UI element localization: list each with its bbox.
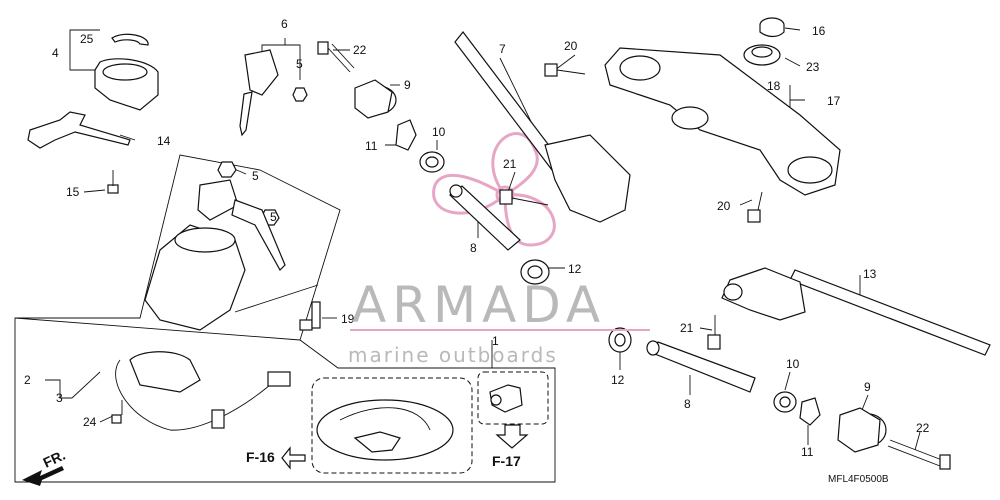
callout-16: 16: [812, 24, 826, 38]
front-direction-arrow: [22, 466, 64, 486]
f17-arrow: [495, 424, 529, 449]
callout-25: 25: [80, 32, 94, 46]
bolt-20b-part: [747, 191, 763, 223]
callout-18: 18: [767, 79, 781, 93]
nut-5a-part: [292, 87, 308, 102]
f16-arrow: [281, 446, 306, 470]
key-cover-part: [94, 58, 159, 111]
clip-part: [111, 33, 149, 46]
sensor-harness-part: [115, 351, 291, 431]
weight-pipe-8a-part: [449, 184, 521, 251]
bar-end-weight-9b-part: [837, 407, 887, 453]
bracket-part: [27, 111, 131, 149]
bolt-21a-part: [499, 189, 549, 206]
callout-14: 14: [157, 134, 171, 148]
f16-ref-box: [311, 377, 473, 474]
callout-24: 24: [83, 415, 97, 429]
callout-10a: 10: [432, 125, 446, 139]
collar-11b-part: [799, 397, 821, 426]
watermark-subtitle: marine outboards: [348, 343, 558, 367]
callout-labels: 1 2 3 4 5 5 5 6 7 8 8 9 9 10 10 11 11 12…: [24, 17, 930, 459]
callout-6: 6: [281, 17, 288, 31]
callout-23: 23: [806, 60, 820, 74]
ref-f16-label: F-16: [246, 449, 275, 465]
callout-12b: 12: [611, 373, 625, 387]
ignition-switch-part: [144, 179, 286, 331]
callout-9b: 9: [864, 380, 871, 394]
callout-7: 7: [499, 42, 506, 56]
handlebar-left-part: [454, 31, 631, 223]
assembly-outlines: [14, 154, 556, 483]
front-direction-label: FR.: [41, 447, 68, 471]
bolt-20a-part: [544, 63, 586, 77]
cap-16-part: [759, 17, 785, 38]
weight-pipe-8b-part: [646, 340, 756, 393]
ref-f17-label: F-17: [492, 453, 521, 469]
callout-8a: 8: [470, 241, 477, 255]
callout-10b: 10: [786, 357, 800, 371]
bolt-22b-part: [887, 439, 951, 470]
watermark-title: ARMADA: [352, 276, 606, 334]
nut-23-part: [743, 44, 781, 66]
callout-3: 3: [56, 391, 63, 405]
callout-4: 4: [52, 46, 59, 60]
top-bridge-part: [604, 47, 841, 196]
callout-11a: 11: [365, 139, 378, 153]
callout-22a: 22: [353, 43, 367, 57]
diagram-code: MFL4F0500B: [828, 474, 889, 485]
bolt-22a-part: [317, 41, 355, 73]
grommet-10a-part: [419, 151, 445, 173]
assembly-2-outline: [15, 154, 341, 341]
callout-5c: 5: [270, 210, 277, 224]
bolt-19-part: [299, 301, 321, 331]
callout-13: 13: [863, 267, 877, 281]
callout-5a: 5: [296, 57, 303, 71]
callout-17: 17: [827, 94, 841, 108]
callout-21b: 21: [680, 321, 694, 335]
handlebar-right-part: [721, 267, 991, 356]
bolt-21b-part: [707, 315, 721, 350]
callout-22b: 22: [916, 421, 930, 435]
callout-5b: 5: [252, 169, 259, 183]
fuel-cap-inset: [316, 399, 454, 461]
callout-15: 15: [66, 185, 80, 199]
collar-11a-part: [395, 119, 417, 151]
f17-ref-box: [477, 371, 549, 425]
leader-lines: [45, 27, 921, 451]
key-6-part: [239, 49, 279, 137]
bar-end-weight-9a-part: [354, 79, 397, 119]
callout-2: 2: [24, 373, 31, 387]
callout-9a: 9: [404, 78, 411, 92]
grommet-10b-part: [773, 391, 797, 413]
callout-21a: 21: [503, 157, 517, 171]
cable-guide-inset: [489, 384, 523, 413]
callout-19: 19: [341, 312, 355, 326]
callout-11b: 11: [801, 445, 814, 459]
screw-24-part: [111, 400, 123, 424]
callout-8b: 8: [684, 397, 691, 411]
ring-12b-part: [608, 327, 632, 353]
callout-12a: 12: [568, 262, 582, 276]
nut-5b-part: [217, 161, 237, 178]
callout-20a: 20: [564, 39, 578, 53]
ring-12a-part: [520, 259, 550, 285]
callout-1: 1: [492, 334, 499, 348]
bolt-15-part: [107, 170, 119, 194]
callout-20b: 20: [717, 199, 731, 213]
